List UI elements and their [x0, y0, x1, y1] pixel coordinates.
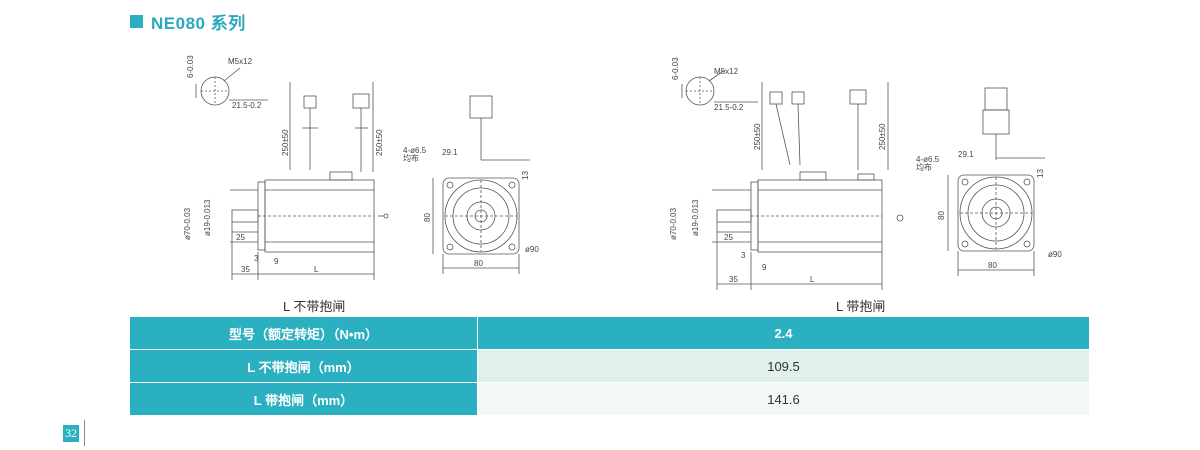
left-dimensions: ø70-0.03 ø19-0.013 25 3 9 35 L	[183, 189, 375, 280]
title-square-icon	[130, 15, 143, 28]
section-title: NE080 系列	[130, 9, 246, 34]
right-key-depth-label: 6-0.03	[671, 57, 680, 80]
left-shaft-len-label: 25	[236, 233, 245, 242]
left-front-view: 4-ø6.5 均布 29.1 13 80 80 ø90	[403, 95, 539, 274]
right-shaft-detail: M5x12 6-0.03 21.5-0.2	[671, 57, 758, 112]
left-flange-edge-label: 13	[521, 171, 530, 180]
row-value: 2.4	[477, 316, 1090, 350]
left-dim9-label: 9	[274, 257, 279, 266]
left-cable2-label: 250±50	[375, 129, 384, 156]
left-pilot-dia-label: ø70-0.03	[183, 207, 192, 240]
right-pilot-dia-label: ø70-0.03	[669, 207, 678, 240]
right-cable2-label: 250±50	[878, 123, 887, 150]
right-thread-label: M5x12	[714, 67, 739, 76]
left-motor-body	[231, 171, 389, 253]
spec-table: 型号（额定转矩）（N•m） 2.4 L 不带抱闸（mm） 109.5 L 带抱闸…	[129, 316, 1090, 416]
left-drawing: M5x12 6-0.03 21.5-0.2 250±50 250±50	[183, 55, 539, 280]
right-shaft-len-label: 25	[724, 233, 733, 242]
left-dimL-label: L	[314, 265, 319, 274]
right-pcd-label: ø90	[1048, 250, 1062, 259]
left-dim35-label: 35	[241, 265, 250, 274]
left-holes-label: 4-ø6.5	[403, 146, 427, 155]
right-offset-label: 29.1	[958, 150, 974, 159]
right-cable1-label: 250±50	[753, 123, 762, 150]
right-drawing: M5x12 6-0.03 21.5-0.2 250±50 250±50	[669, 57, 1062, 290]
left-key-depth-label: 6-0.03	[186, 55, 195, 78]
right-holes-label: 4-ø6.5	[916, 155, 940, 164]
left-shaft-height-label: 21.5-0.2	[232, 101, 262, 110]
left-thread-label: M5x12	[228, 57, 253, 66]
page-number-divider	[84, 420, 85, 446]
row-label: L 不带抱闸（mm）	[129, 349, 478, 383]
row-label: 型号（额定转矩）（N•m）	[129, 316, 478, 350]
right-dim9-label: 9	[762, 263, 767, 272]
right-holes-note-label: 均布	[916, 162, 932, 172]
left-cable1-label: 250±50	[281, 129, 290, 156]
row-label: L 带抱闸（mm）	[129, 382, 478, 416]
right-shaft-height-label: 21.5-0.2	[714, 103, 744, 112]
row-value: 109.5	[477, 349, 1090, 383]
right-dim35-label: 35	[729, 275, 738, 284]
right-cables: 250±50 250±50	[753, 82, 889, 170]
left-offset-label: 29.1	[442, 148, 458, 157]
left-cables: 250±50 250±50	[281, 82, 384, 172]
right-shaft-dia-label: ø19-0.013	[691, 199, 700, 236]
right-dimL-label: L	[810, 275, 815, 284]
right-front-view: 4-ø6.5 均布 29.1 13 80 80 ø90	[916, 87, 1062, 276]
right-drawing-caption: L 带抱闸	[836, 299, 886, 314]
motor-drawings: M5x12 6-0.03 21.5-0.2 250±50 250±50	[183, 55, 1062, 290]
left-drawing-caption: L 不带抱闸	[283, 299, 346, 314]
right-flange-edge-label: 13	[1036, 169, 1045, 178]
right-dim3-label: 3	[741, 251, 746, 260]
left-dim3-label: 3	[254, 254, 259, 263]
row-value: 141.6	[477, 382, 1090, 416]
section-title-text: NE080 系列	[151, 14, 246, 33]
left-holes-note-label: 均布	[403, 153, 419, 163]
right-dimensions: ø70-0.03 ø19-0.013 25 3 9 35 L	[669, 189, 883, 290]
table-row: 型号（额定转矩）（N•m） 2.4	[129, 316, 1090, 350]
right-flange-w-label: 80	[988, 261, 997, 270]
page-number: 32	[63, 425, 79, 442]
right-motor-body	[716, 171, 904, 253]
right-flange-h-label: 80	[937, 211, 946, 220]
left-flange-w-label: 80	[474, 259, 483, 268]
left-shaft-detail: M5x12 6-0.03 21.5-0.2	[186, 55, 268, 110]
left-shaft-dia-label: ø19-0.013	[203, 199, 212, 236]
left-pcd-label: ø90	[525, 245, 539, 254]
left-flange-h-label: 80	[423, 213, 432, 222]
table-row: L 不带抱闸（mm） 109.5	[129, 349, 1090, 383]
table-row: L 带抱闸（mm） 141.6	[129, 382, 1090, 416]
